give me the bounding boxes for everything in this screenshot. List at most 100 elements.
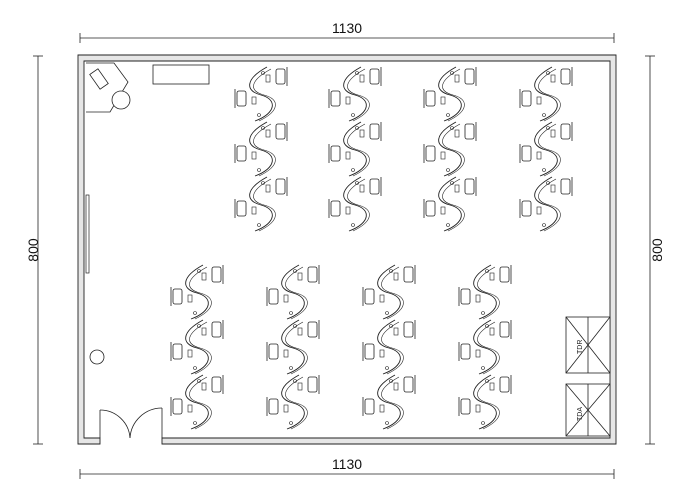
chair <box>330 200 341 217</box>
entrance-door <box>99 407 163 439</box>
workstation-unit <box>234 176 288 232</box>
chair <box>364 398 375 415</box>
monitor-icon <box>379 349 385 358</box>
monitor-icon <box>475 349 481 358</box>
monitor-icon <box>379 404 385 413</box>
chair <box>236 145 247 162</box>
monitor-icon <box>489 327 495 336</box>
chair <box>211 376 222 393</box>
chair <box>403 266 414 283</box>
chair <box>403 321 414 338</box>
monitor-icon <box>454 129 460 138</box>
chair <box>464 178 475 195</box>
monitor-icon <box>297 382 303 391</box>
monitor-icon <box>550 74 556 83</box>
monitor-icon <box>550 129 556 138</box>
upper-desk-cluster <box>519 66 573 232</box>
room-walls <box>77 54 617 445</box>
monitor-icon <box>440 96 446 105</box>
monitor-icon <box>251 96 257 105</box>
workstation-unit <box>170 319 224 375</box>
chair <box>560 68 571 85</box>
chair <box>464 123 475 140</box>
monitor-icon <box>359 74 365 83</box>
chair <box>268 288 279 305</box>
workstation-unit <box>328 176 382 232</box>
dimension-right: 800 <box>645 55 665 445</box>
workstation-unit <box>234 121 288 177</box>
monitor-icon <box>201 272 207 281</box>
monitor-icon <box>265 74 271 83</box>
chair <box>460 343 471 360</box>
monitor-icon <box>379 294 385 303</box>
chair <box>425 90 436 107</box>
monitor-icon <box>201 327 207 336</box>
chair <box>211 266 222 283</box>
chair <box>211 321 222 338</box>
monitor-icon <box>550 184 556 193</box>
cabinet-lower-label: TDA <box>577 407 584 421</box>
chair <box>425 145 436 162</box>
monitor-icon <box>475 294 481 303</box>
monitor-icon <box>283 294 289 303</box>
monitor-icon <box>536 96 542 105</box>
cabinet-upper: TDR <box>565 316 611 374</box>
dimension-left: 800 <box>25 55 43 445</box>
chair <box>307 321 318 338</box>
monitor-icon <box>393 327 399 336</box>
cabinet-upper-label: TDR <box>577 340 584 354</box>
chair <box>364 288 375 305</box>
chair <box>521 145 532 162</box>
chair <box>307 376 318 393</box>
chair <box>369 68 380 85</box>
monitor-icon <box>265 129 271 138</box>
workstation-unit <box>423 66 477 122</box>
chair <box>275 123 286 140</box>
monitor-icon <box>297 272 303 281</box>
monitor-icon <box>251 206 257 215</box>
workstation-unit <box>328 121 382 177</box>
chair <box>172 288 183 305</box>
chair <box>330 90 341 107</box>
monitor-icon <box>536 151 542 160</box>
workstation-unit <box>266 319 320 375</box>
chair <box>275 68 286 85</box>
chair <box>268 343 279 360</box>
monitor-icon <box>187 349 193 358</box>
monitor-icon <box>536 206 542 215</box>
workstation-unit <box>458 319 512 375</box>
monitor-icon <box>489 272 495 281</box>
monitor-icon <box>345 96 351 105</box>
workstation-unit <box>266 264 320 320</box>
upper-desk-cluster <box>423 66 477 232</box>
chair <box>425 200 436 217</box>
workstation-unit <box>458 374 512 430</box>
monitor-icon <box>440 151 446 160</box>
monitor-icon <box>283 404 289 413</box>
chair <box>369 123 380 140</box>
workstation-unit <box>423 176 477 232</box>
workstation-unit <box>458 264 512 320</box>
chair <box>499 376 510 393</box>
upper-desk-cluster <box>234 66 288 232</box>
chair <box>364 343 375 360</box>
cabinet-lower: TDA <box>565 383 611 437</box>
monitor-icon <box>440 206 446 215</box>
workstation-unit <box>423 121 477 177</box>
workstation-unit <box>519 66 573 122</box>
lower-desk-cluster <box>362 264 416 430</box>
dimension-bottom-label: 1130 <box>332 456 362 472</box>
chair <box>460 398 471 415</box>
monitor-icon <box>345 151 351 160</box>
chair <box>330 145 341 162</box>
chair <box>560 178 571 195</box>
dimension-top: 1130 <box>79 20 615 43</box>
dimension-left-label: 800 <box>25 238 41 262</box>
workstation-unit <box>362 374 416 430</box>
chair <box>521 200 532 217</box>
chair <box>499 321 510 338</box>
monitor-icon <box>265 184 271 193</box>
dimension-bottom: 1130 <box>79 456 615 479</box>
chair <box>403 376 414 393</box>
